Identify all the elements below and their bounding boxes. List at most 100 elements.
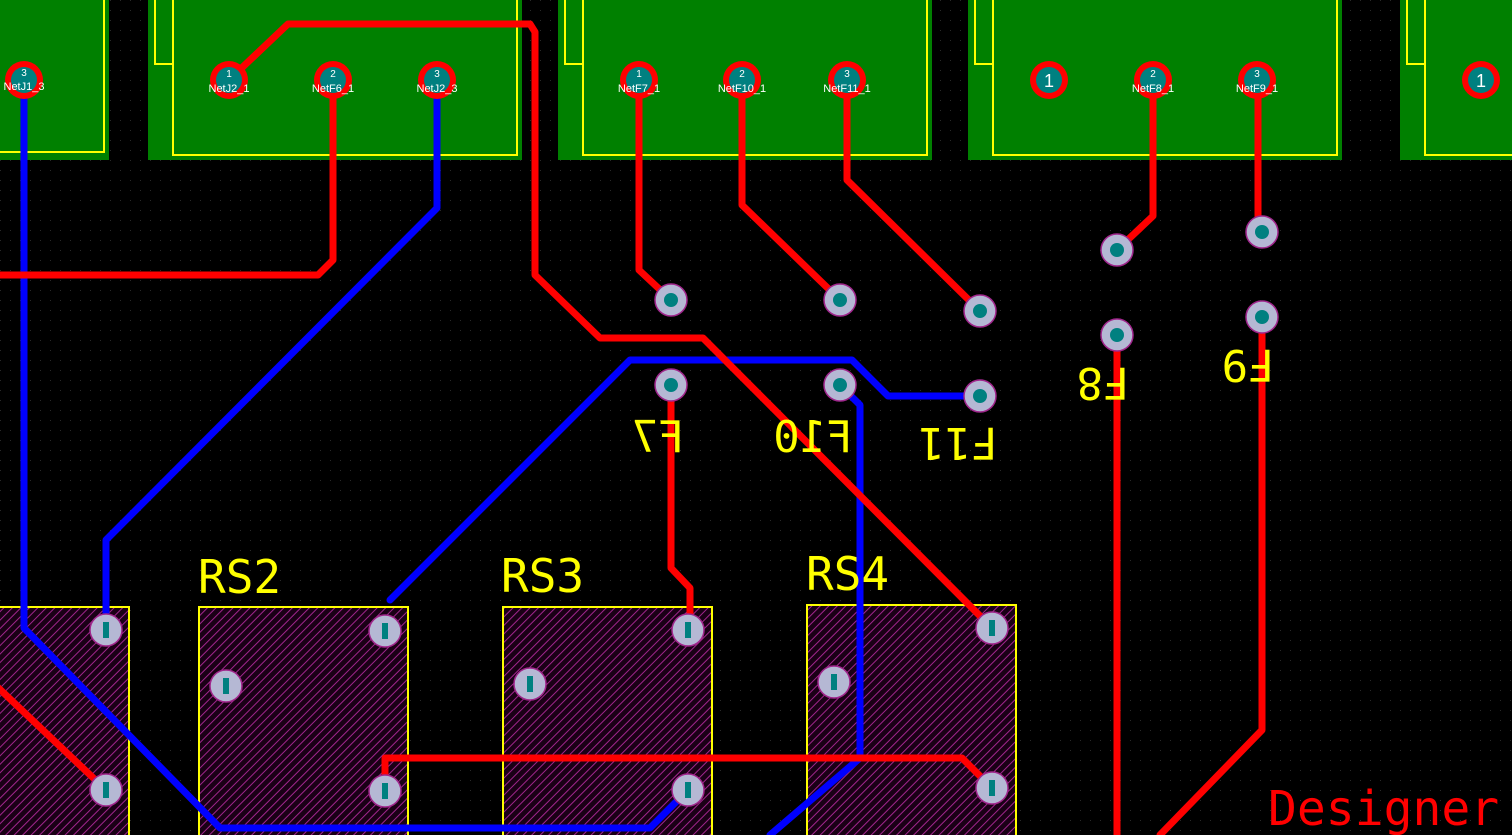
pad-j2-1[interactable]: 1 NetJ2_1	[209, 61, 250, 99]
pad-hole	[1255, 225, 1269, 239]
trace-rs2-rs4[interactable]	[381, 754, 996, 794]
pad-rs1-1[interactable]	[89, 613, 123, 647]
pin-number: 1	[1476, 71, 1486, 91]
pad-f8-b[interactable]	[1100, 318, 1134, 352]
pad-rs2-3[interactable]	[368, 774, 402, 808]
designator-rs2[interactable]: RS2	[198, 550, 281, 604]
pad-slot	[382, 623, 388, 639]
connector-silkscreen-tab	[1406, 0, 1425, 65]
pad-rs3-2[interactable]	[513, 667, 547, 701]
pad-hole	[973, 304, 987, 318]
pin-number: 3	[21, 68, 27, 79]
pad-hole	[664, 293, 678, 307]
pad-j3-3[interactable]: 3 NetF11_1	[823, 61, 871, 99]
pad-slot	[685, 622, 691, 638]
trace-rs1-diagonal[interactable]	[0, 680, 110, 794]
designator-f7[interactable]: F7	[632, 412, 685, 463]
connector-pads: 3 NetJ1_3 1 NetJ2_1 2 NetF6_1 3 NetJ2_3 …	[4, 61, 1500, 99]
pad-j3-2[interactable]: 2 NetF10_1	[718, 61, 766, 99]
trace-rs2-to-f11[interactable]	[386, 356, 984, 604]
pad-f9-b[interactable]	[1245, 300, 1279, 334]
net-label: NetF11_1	[823, 83, 871, 95]
pad-f7-b[interactable]	[654, 368, 688, 402]
pad-hole	[1110, 328, 1124, 342]
net-label: NetJ1_3	[4, 81, 45, 93]
pad-slot	[382, 783, 388, 799]
designator-f9[interactable]: F9	[1222, 339, 1275, 390]
pin-number: 3	[434, 69, 440, 80]
pin-number: 1	[226, 69, 232, 80]
net-label: NetF7_1	[618, 83, 660, 95]
pad-f10-a[interactable]	[823, 283, 857, 317]
net-label: NetF10_1	[718, 83, 766, 95]
designator-f8[interactable]: F8	[1077, 357, 1130, 408]
connector-silkscreen	[1424, 0, 1512, 156]
top-layer-traces	[0, 20, 1266, 835]
pad-rs4-1[interactable]	[975, 611, 1009, 645]
trace-f7-to-rs3[interactable]	[667, 381, 694, 632]
net-label: NetJ2_1	[209, 83, 250, 95]
pad-hole	[729, 67, 755, 93]
bottom-layer-traces	[20, 76, 984, 835]
pin-number: 3	[844, 69, 850, 80]
connector-silkscreen	[992, 0, 1338, 156]
trace-netj1-3[interactable]	[20, 76, 692, 832]
net-label: NetJ2_3	[417, 83, 458, 95]
pad-hole	[216, 67, 242, 93]
trace-netf10-1[interactable]	[738, 76, 844, 304]
designator-rs4[interactable]: RS4	[806, 547, 889, 601]
pad-j4-2[interactable]: 2 NetF8_1	[1132, 61, 1174, 99]
trace-netj2-1[interactable]	[225, 20, 996, 632]
pad-hole	[833, 293, 847, 307]
pad-j2-3[interactable]: 3 NetJ2_3	[417, 61, 458, 99]
pad-j3-1[interactable]: 1 NetF7_1	[618, 61, 660, 99]
pad-j2-2[interactable]: 2 NetF6_1	[312, 61, 354, 99]
pad-j4-1[interactable]: 1	[1030, 61, 1068, 99]
pad-hole	[320, 67, 346, 93]
pad-f10-b[interactable]	[823, 368, 857, 402]
trace-netf11-1[interactable]	[843, 76, 984, 315]
pad-f7-a[interactable]	[654, 283, 688, 317]
pad-hole	[1255, 310, 1269, 324]
pad-rs3-1[interactable]	[671, 613, 705, 647]
connector-silkscreen-tab	[154, 0, 173, 65]
pad-j5-1[interactable]: 1	[1462, 61, 1500, 99]
trace-f9-down[interactable]	[1156, 313, 1266, 835]
pad-f11-b[interactable]	[963, 379, 997, 413]
pad-slot	[685, 782, 691, 798]
pad-j1-3[interactable]: 3 NetJ1_3	[4, 61, 45, 99]
pad-hole	[1244, 67, 1270, 93]
pad-rs2-1[interactable]	[368, 614, 402, 648]
connector-silkscreen	[582, 0, 928, 156]
designator-f11[interactable]: F11	[918, 417, 997, 468]
pad-f11-a[interactable]	[963, 294, 997, 328]
connector-silkscreen	[0, 0, 105, 153]
pad-j4-3[interactable]: 3 NetF9_1	[1236, 61, 1278, 99]
pad-hole	[1140, 67, 1166, 93]
pad-slot	[527, 676, 533, 692]
pad-rs3-3[interactable]	[671, 773, 705, 807]
pad-hole	[1036, 67, 1062, 93]
relay-rs3[interactable]	[502, 606, 713, 835]
designator-f10[interactable]: F10	[773, 412, 852, 463]
pad-f9-a[interactable]	[1245, 215, 1279, 249]
trace-netj2-3[interactable]	[102, 76, 441, 634]
pad-rs4-3[interactable]	[975, 771, 1009, 805]
pin-number: 2	[739, 69, 745, 80]
pad-rs1-2[interactable]	[89, 773, 123, 807]
pad-rs4-2[interactable]	[817, 665, 851, 699]
pad-f8-a[interactable]	[1100, 233, 1134, 267]
connector-silkscreen-tab	[974, 0, 993, 65]
trace-netf6-1[interactable]	[0, 76, 337, 279]
pad-hole	[664, 378, 678, 392]
pad-hole	[1110, 243, 1124, 257]
pad-hole	[1468, 67, 1494, 93]
connector-silkscreen	[172, 0, 518, 156]
pad-hole	[626, 67, 652, 93]
pad-hole	[973, 389, 987, 403]
relay-body	[502, 606, 713, 835]
pad-rs2-2[interactable]	[209, 669, 243, 703]
designator-rs3[interactable]: RS3	[501, 549, 584, 603]
net-label: NetF6_1	[312, 83, 354, 95]
